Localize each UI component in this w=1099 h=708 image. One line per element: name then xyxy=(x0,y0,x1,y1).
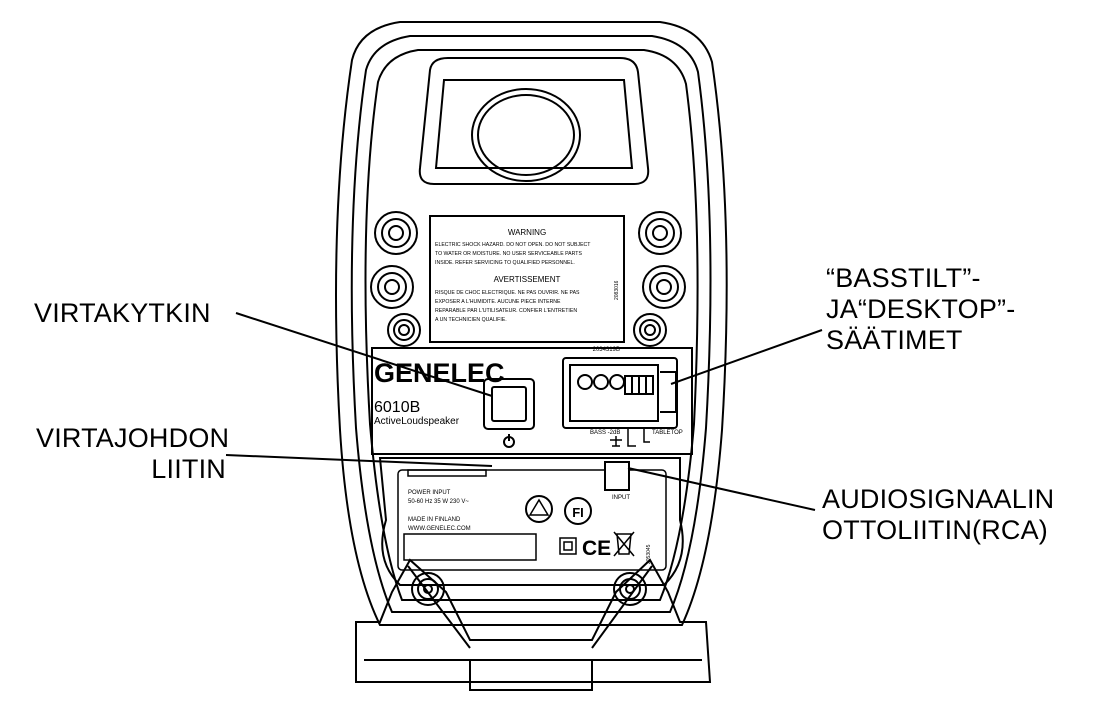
model-subtitle: ActiveLoudspeaker xyxy=(374,416,460,427)
tilt-controls-leader xyxy=(670,329,823,385)
control-plate: GENELEC 6010B ActiveLoudspeaker xyxy=(371,347,693,455)
avertissement-text-line: RISQUE DE CHOC ELECTRIQUE. NE PAS OUVRIR… xyxy=(435,290,580,296)
tilt-switch-labels: BASS -2dB TABLETOP xyxy=(590,428,683,447)
callout-line: LIITIN xyxy=(151,454,226,484)
input-label: INPUT xyxy=(612,495,630,501)
made-in-text: MADE IN FINLAND xyxy=(408,517,461,523)
tilt-switch-block[interactable] xyxy=(562,357,678,429)
callout-line: “BASSTILT”- xyxy=(826,263,981,293)
bass-switch-label: BASS -2dB xyxy=(590,430,620,436)
callout-line: VIRTAKYTKIN xyxy=(34,298,211,328)
mounting-bolts xyxy=(370,211,686,347)
base-stand xyxy=(355,558,712,691)
website-text: WWW.GENELEC.COM xyxy=(408,526,471,532)
warning-code: 2083016 xyxy=(614,280,620,300)
warning-text-line: INSIDE. REFER SERVICING TO QUALIFIED PER… xyxy=(435,260,575,266)
power-cord-leader xyxy=(225,454,493,467)
tilt-controls-callout: “BASSTILT”- JA“DESKTOP”- SÄÄTIMET xyxy=(826,263,1015,356)
country-mark: FI xyxy=(572,505,584,520)
callout-line: OTTOLIITIN(RCA) xyxy=(822,515,1049,545)
callout-line: JA“DESKTOP”- xyxy=(826,294,1016,324)
rating-heading: POWER INPUT xyxy=(408,490,451,496)
avertissement-text-line: A UN TECHNICIEN QUALIFIE. xyxy=(435,317,507,323)
panel-code: 2053045 xyxy=(646,544,652,564)
callout-line: VIRTAJOHDON xyxy=(36,423,230,453)
avertissement-text-line: EXPOSER A L'HUMIDITE. AUCUNE PIECE INTER… xyxy=(435,299,561,305)
avertissement-heading: AVERTISSEMENT xyxy=(494,275,561,284)
brand-logo: GENELEC xyxy=(374,358,505,388)
warning-text-line: ELECTRIC SHOCK HAZARD. DO NOT OPEN. DO N… xyxy=(435,242,591,248)
power-switch-leader xyxy=(235,312,493,397)
audio-input-leader xyxy=(627,467,816,511)
ce-mark: CE xyxy=(582,537,611,560)
leader-lines xyxy=(225,312,823,511)
audio-input-callout: AUDIOSIGNAALIN OTTOLIITIN(RCA) xyxy=(822,484,1054,546)
callout-line: AUDIOSIGNAALIN xyxy=(822,484,1055,514)
connector-panel: POWER INPUT 50-60 Hz 35 W 230 V~ MADE IN… xyxy=(378,457,684,586)
model-number: 6010B xyxy=(374,399,420,416)
speaker-cabinet xyxy=(335,21,728,626)
warning-text-line: TO WATER OR MOISTURE. NO USER SERVICEABL… xyxy=(435,251,582,257)
serial-code: 2034319B xyxy=(593,347,620,353)
power-cord-callout: VIRTAJOHDON LIITIN xyxy=(36,423,230,485)
port-opening xyxy=(418,57,650,185)
rating-line: 50-60 Hz 35 W 230 V~ xyxy=(408,499,469,505)
power-switch-callout: VIRTAKYTKIN xyxy=(34,298,211,329)
power-switch[interactable] xyxy=(483,378,535,448)
avertissement-text-line: REPARABLE PAR L'UTILISATEUR. CONFIER L'E… xyxy=(435,308,577,314)
callout-line: SÄÄTIMET xyxy=(826,325,963,355)
tabletop-switch-label: TABLETOP xyxy=(652,430,683,436)
warning-heading: WARNING xyxy=(508,228,546,237)
warning-label: WARNING ELECTRIC SHOCK HAZARD. DO NOT OP… xyxy=(429,215,625,353)
